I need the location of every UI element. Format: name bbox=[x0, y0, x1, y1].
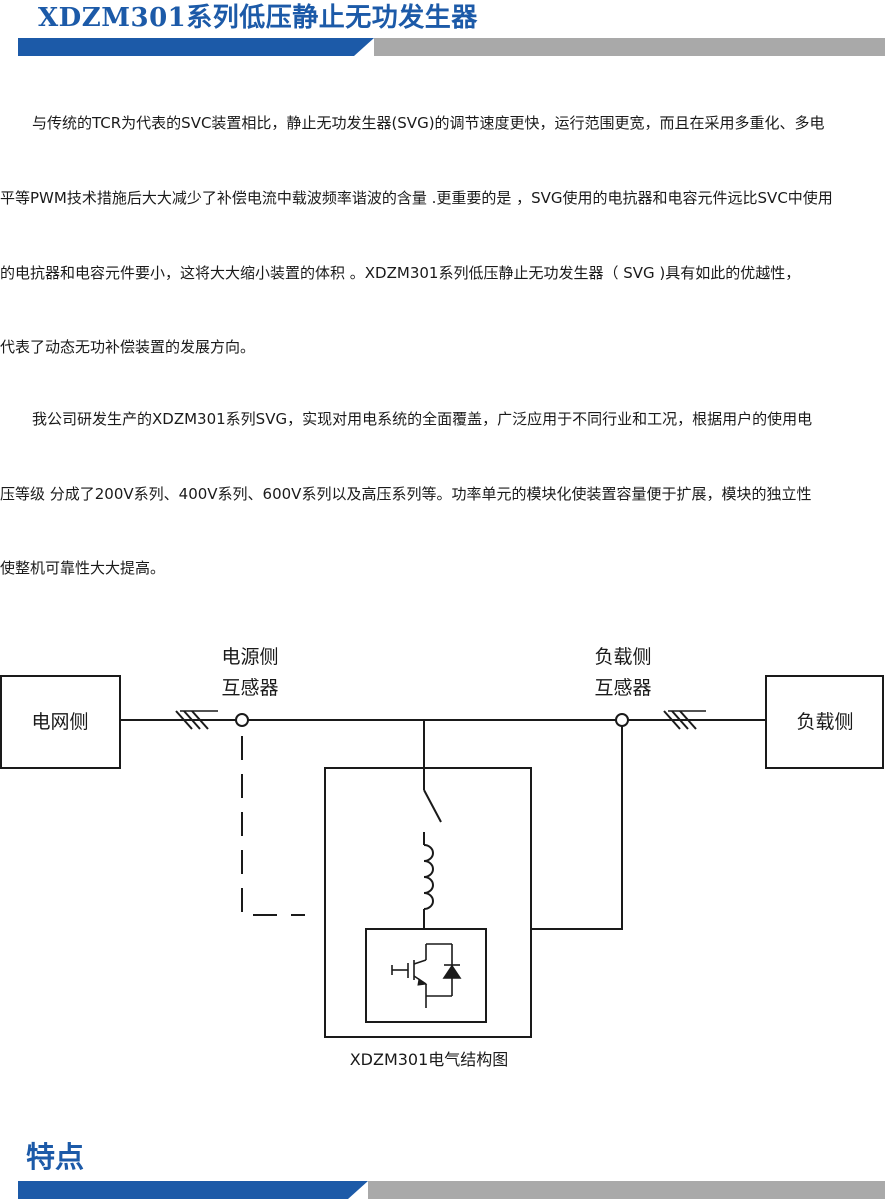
grid-side-label: 电网侧 bbox=[31, 711, 88, 733]
load-side-box bbox=[765, 675, 884, 769]
page-title: XDZM301系列低压静止无功发生器 bbox=[38, 3, 478, 33]
header-bar-blue bbox=[18, 38, 354, 56]
switch-icon bbox=[423, 789, 442, 823]
load-ct-label-top: 负载侧 bbox=[594, 646, 651, 668]
paragraph-line: 与传统的TCR为代表的SVC装置相比，静止无功发生器(SVG)的调节速度更快，运… bbox=[32, 114, 825, 132]
paragraph-line: 代表了动态无功补偿装置的发展方向。 bbox=[0, 338, 256, 356]
load-ct-icon bbox=[615, 713, 629, 727]
paragraph-line: 压等级 分成了200V系列、400V系列、600V系列以及高压系列等。功率单元的… bbox=[0, 485, 812, 503]
load-side-label: 负载侧 bbox=[796, 711, 853, 733]
section-bar-slant bbox=[340, 1181, 368, 1199]
svg-device-box bbox=[324, 767, 532, 1038]
header-bar-slant bbox=[350, 38, 374, 56]
source-ct-label-bottom: 互感器 bbox=[221, 677, 278, 699]
reactor-coil-icon bbox=[423, 844, 434, 910]
source-ct-label-top: 电源侧 bbox=[221, 646, 278, 668]
section-bar-gray bbox=[368, 1181, 885, 1199]
power-module-box bbox=[365, 928, 487, 1023]
section-title: 特点 bbox=[26, 1140, 85, 1174]
source-ct-signal-line bbox=[241, 736, 305, 916]
load-ct-signal-line bbox=[530, 726, 623, 930]
grid-side-box bbox=[0, 675, 121, 769]
section-bar bbox=[18, 1181, 885, 1199]
igbt-diode-icon bbox=[391, 943, 462, 1008]
three-phase-mark-left bbox=[175, 710, 218, 730]
section-bar-blue bbox=[18, 1181, 344, 1199]
paragraph-line: 平等PWM技术措施后大大减少了补偿电流中载波频率谐波的含量 .更重要的是 ，SV… bbox=[0, 189, 833, 207]
paragraph-line: 使整机可靠性大大提高。 bbox=[0, 559, 166, 577]
paragraph-line: 我公司研发生产的XDZM301系列SVG，实现对用电系统的全面覆盖，广泛应用于不… bbox=[32, 410, 813, 428]
paragraph-line: 的电抗器和电容元件要小，这将大大缩小装置的体积 。XDZM301系列低压静止无功… bbox=[0, 264, 801, 282]
source-ct-icon bbox=[235, 713, 249, 727]
diagram-caption: XDZM301电气结构图 bbox=[350, 1050, 509, 1069]
electrical-structure-diagram: 电网侧 负载侧 电源侧 互感器 负载侧 互感器 XDZM301电气结构图 bbox=[0, 646, 884, 1069]
load-ct-label-bottom: 互感器 bbox=[594, 677, 651, 699]
header-bar bbox=[18, 38, 885, 56]
three-phase-mark-right bbox=[663, 710, 706, 730]
header-bar-gray bbox=[374, 38, 885, 56]
